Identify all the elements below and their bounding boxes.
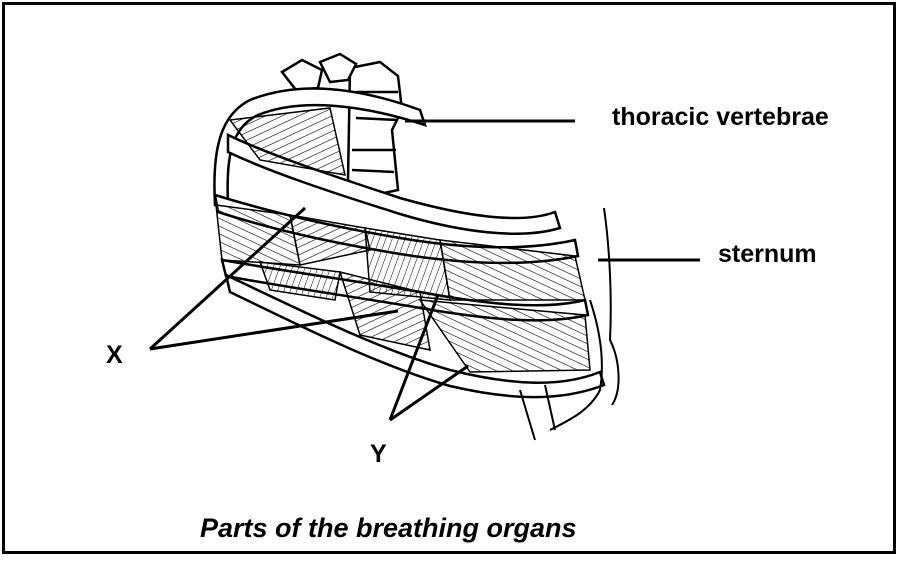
caption: Parts of the breathing organs [200,513,577,544]
thoracic-vertebrae-label: thoracic vertebrae [612,103,829,132]
intercostal-muscles [216,108,590,372]
sternum-label: sternum [718,240,817,269]
y-label: Y [370,440,387,469]
x-label: X [106,341,123,370]
